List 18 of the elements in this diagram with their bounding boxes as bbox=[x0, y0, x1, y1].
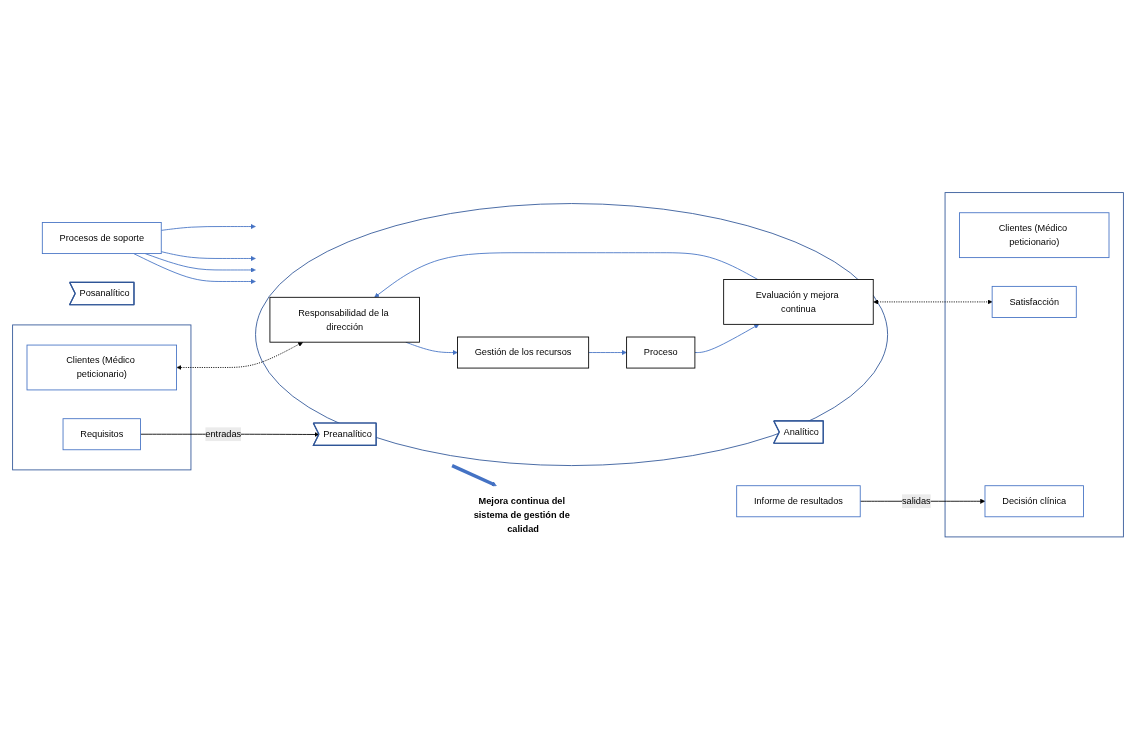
edge-label: entradas bbox=[205, 429, 242, 439]
node-box: Gestión de los recursos bbox=[457, 336, 590, 369]
node-box: Informe de resultados bbox=[736, 485, 861, 518]
edge-label: salidas bbox=[902, 496, 931, 506]
cluster bbox=[944, 192, 1124, 538]
arrow bbox=[451, 464, 497, 487]
cluster bbox=[255, 203, 889, 466]
node-box: Decisión clínica bbox=[984, 485, 1084, 518]
node-box: Proceso bbox=[626, 336, 696, 369]
node-box: Evaluación y mejora continua bbox=[723, 279, 874, 325]
node-text: Mejora continua del sistema de gestión de calidad bbox=[473, 496, 570, 534]
node-box: Satisfacción bbox=[991, 285, 1077, 318]
node-box: Requisitos bbox=[62, 418, 141, 451]
cluster bbox=[12, 324, 192, 471]
node-box: Procesos de soporte bbox=[41, 222, 162, 254]
node-box: Clientes (Médico peticionario) bbox=[959, 212, 1110, 259]
node-box: Clientes (Médico peticionario) bbox=[26, 344, 177, 391]
node-box: Responsabilidad de la dirección bbox=[269, 296, 420, 343]
